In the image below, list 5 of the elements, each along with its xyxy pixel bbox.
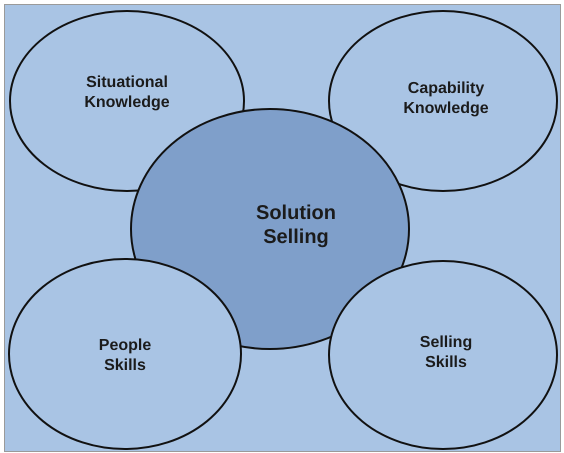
node-label: Capability Knowledge [402,79,490,119]
node-label: People Skills [98,336,152,376]
node-label: Solution Selling [255,201,337,249]
node-label: Selling Skills [418,333,474,373]
node-label: Situational Knowledge [83,73,171,113]
